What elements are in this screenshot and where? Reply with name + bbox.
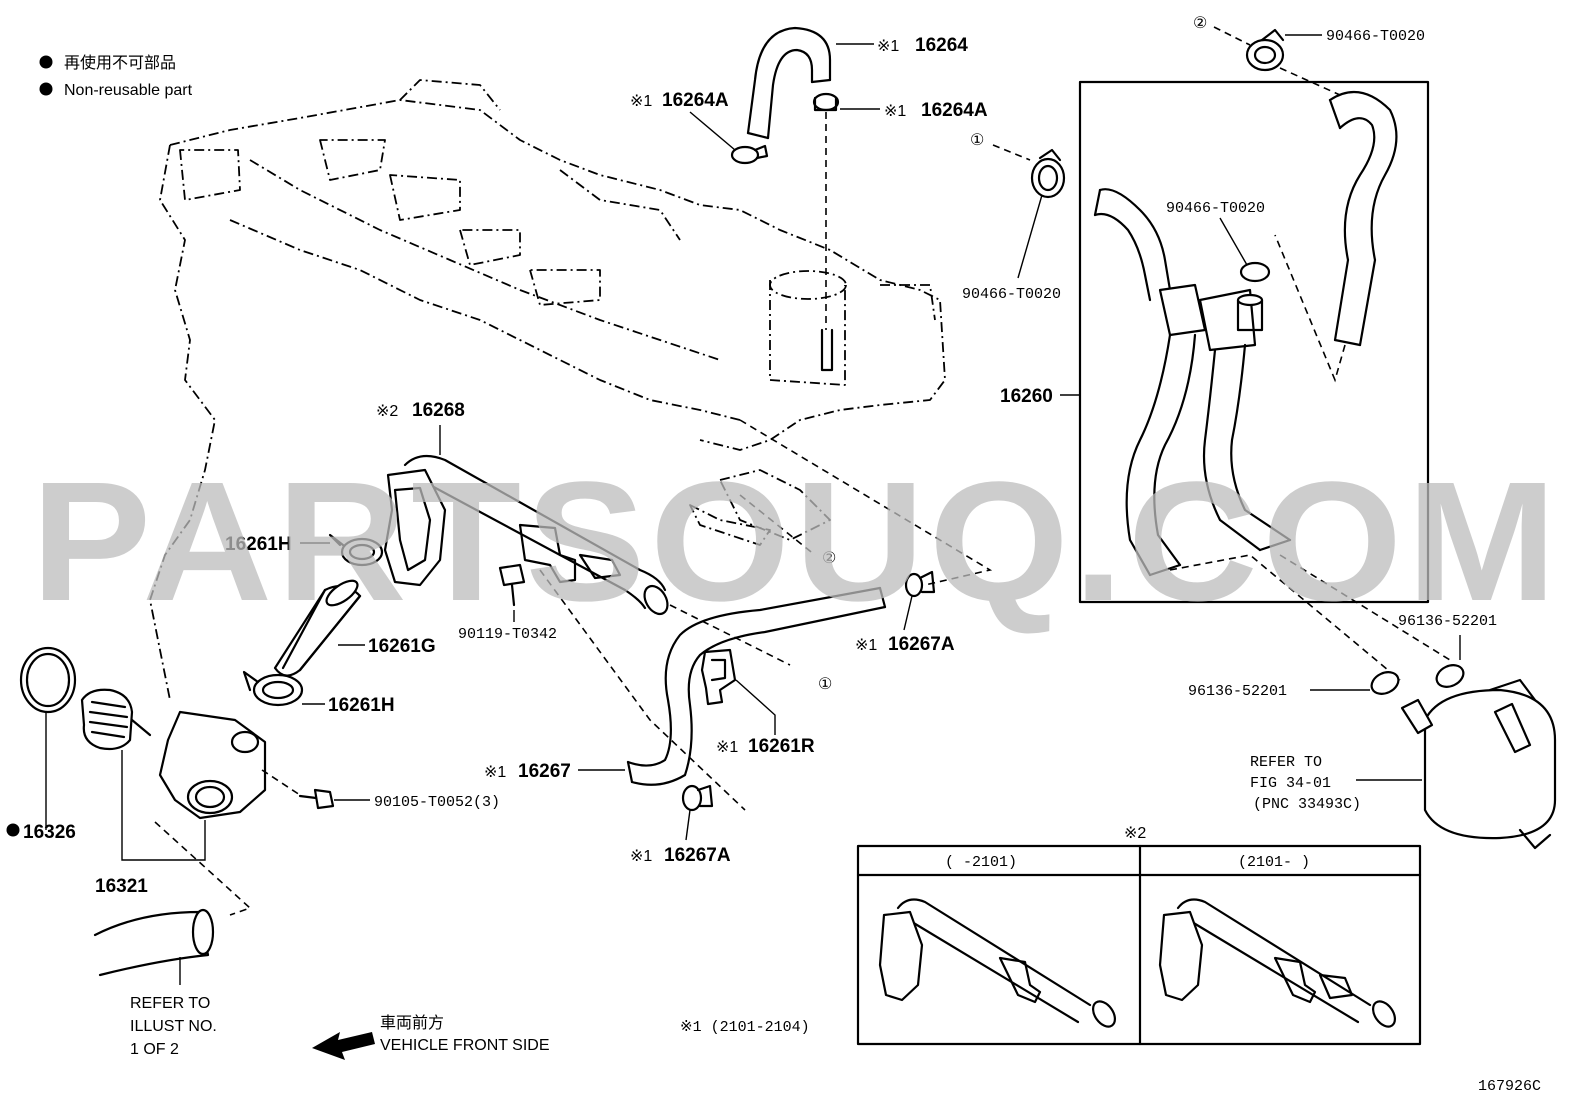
variant-right-range: (2101- )	[1238, 854, 1310, 871]
label-16261R: 16261R	[748, 736, 815, 757]
label-90466-a: 90466-T0020	[962, 286, 1061, 303]
lower-hose-refer: REFER TO ILLUST NO. 1 OF 2	[93, 908, 217, 1058]
label-96136-a: 96136-52201	[1188, 683, 1287, 700]
variant-mark: ※2	[1124, 825, 1146, 842]
mark-note-1: ※1	[877, 38, 899, 55]
clip-16261R: ※1 16261R	[700, 648, 815, 757]
engine-block-outline	[149, 79, 946, 701]
note-mark-1: ※1 (2101-2104)	[680, 1019, 810, 1036]
legend-jp: 再使用不可部品	[64, 54, 176, 72]
watermark: PARTSOUQ.COM	[31, 447, 1561, 637]
label-90466-b: 90466-T0020	[1326, 28, 1425, 45]
mark-note-2: ※2	[376, 403, 398, 420]
label-16267A-2: 16267A	[664, 845, 731, 866]
mark-note-1: ※1	[884, 103, 906, 120]
refer-illust-line1: REFER TO	[130, 995, 210, 1012]
refer-illust-line2: ILLUST NO.	[130, 1018, 217, 1035]
mark-note-1: ※1	[630, 93, 652, 110]
refer-fig-line2: FIG 34-01	[1250, 775, 1331, 792]
thermostat-16321: 16321	[80, 688, 206, 897]
refer-fig-line3: (PNC 33493C)	[1253, 796, 1361, 813]
figure-id: 167926C	[1478, 1078, 1541, 1095]
label-16264A: 16264A	[662, 90, 729, 111]
label-90466-c: 90466-T0020	[1166, 200, 1265, 217]
clamp-16264A-left: ※1 16264A	[630, 90, 769, 165]
label-16261H-2: 16261H	[328, 695, 395, 716]
refer-illust-line3: 1 OF 2	[130, 1041, 179, 1058]
non-reusable-dot-icon	[39, 82, 53, 96]
bolt-90105: 90105-T0052(3)	[261, 769, 500, 811]
mark-note-1: ※1	[716, 739, 738, 756]
label-16268: 16268	[412, 400, 465, 421]
refer-fig-line1: REFER TO	[1250, 754, 1322, 771]
bolt-90119: 90119-T0342	[458, 563, 557, 643]
label-16326: 16326	[23, 822, 76, 843]
label-16264: 16264	[915, 35, 968, 56]
circle-mark-2b: ②	[822, 550, 836, 567]
label-16261H: 16261H	[225, 534, 292, 555]
front-arrow-icon	[312, 1032, 375, 1060]
label-90105: 90105-T0052(3)	[374, 794, 500, 811]
clamp-16261H-upper: 16261H	[225, 533, 384, 567]
front-side-en: VEHICLE FRONT SIDE	[380, 1037, 550, 1054]
mark-note-1: ※1	[855, 637, 877, 654]
label-16261G: 16261G	[368, 636, 436, 657]
hose-16261G: 16261G	[273, 579, 436, 677]
mark-note-1: ※1	[484, 764, 506, 781]
thermostat-housing	[154, 710, 267, 916]
label-16260: 16260	[1000, 386, 1053, 407]
label-96136-b: 96136-52201	[1398, 613, 1497, 630]
hose-16267: ※1 16267	[484, 586, 887, 786]
gasket-16326: 16326	[6, 646, 77, 843]
label-16264A-2: 16264A	[921, 100, 988, 121]
clamp-16261H-lower: 16261H	[242, 670, 395, 716]
front-side-jp: 車両前方	[380, 1014, 444, 1032]
oil-cooler-refer: 96136-52201 96136-52201 REFER TO FIG 34-…	[1188, 613, 1557, 850]
clamp-16264A-right: ※1 16264A	[812, 92, 988, 372]
circle-mark-1b: ①	[818, 676, 832, 693]
hose-assembly-16260: 16260 90466-T0020	[1000, 80, 1451, 681]
variant-table: ※2 ( -2101) (2101- )	[856, 825, 1422, 1046]
clamp-16267A-upper: ※1 16267A	[855, 570, 955, 655]
legend-en: Non-reusable part	[64, 82, 193, 99]
clamp-16267A-lower: ※1 16267A	[630, 784, 731, 866]
non-reusable-dot-icon	[6, 823, 20, 837]
variant-left-range: ( -2101)	[945, 854, 1017, 871]
circle-mark-1: ①	[970, 132, 984, 149]
clamp-90466-top: ② 90466-T0020	[1193, 15, 1425, 96]
mark-note-1: ※1	[630, 848, 652, 865]
label-16321: 16321	[95, 876, 148, 897]
clamp-90466-left: ① 90466-T0020	[962, 132, 1066, 303]
label-16267A: 16267A	[888, 634, 955, 655]
circle-mark-2: ②	[1193, 15, 1207, 32]
water-pipe-16268: ※2 16268 ① ②	[376, 400, 993, 811]
label-90119: 90119-T0342	[458, 626, 557, 643]
hose-16264: ※1 16264	[746, 26, 968, 140]
legend: 再使用不可部品 Non-reusable part	[39, 54, 193, 99]
vehicle-front-indicator: 車両前方 VEHICLE FRONT SIDE	[312, 1014, 550, 1060]
label-16267: 16267	[518, 761, 571, 782]
non-reusable-dot-icon	[39, 55, 53, 69]
